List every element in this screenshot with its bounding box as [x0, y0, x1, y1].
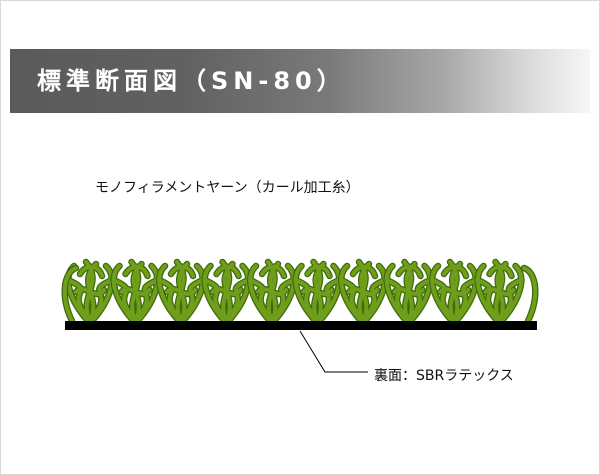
- yarn-strand: [339, 264, 363, 323]
- yarn-strand: [499, 264, 524, 323]
- yarn-strand: [430, 278, 452, 317]
- yarn-strand: [293, 264, 318, 323]
- yarn-strand: [157, 264, 181, 323]
- yarn-strand: [135, 264, 160, 323]
- yarn-strand: [293, 278, 316, 317]
- yarn-strand: [475, 264, 500, 323]
- yarn-strand: [351, 264, 377, 278]
- backing-leader-line: [299, 330, 368, 373]
- yarn-strand: [157, 278, 179, 317]
- yarn-strand: [430, 264, 454, 323]
- yarn-strand: [226, 264, 251, 323]
- yarn-strand: [396, 264, 423, 278]
- yarn-strand: [62, 266, 78, 323]
- yarn-strand: [454, 264, 478, 323]
- yarn-strand: [442, 264, 468, 278]
- yarn-strand: [260, 264, 286, 278]
- yarn-strand: [111, 278, 134, 317]
- yarn-strand: [111, 264, 136, 323]
- yarn-strand: [248, 278, 270, 317]
- yarn-strand: [74, 287, 106, 296]
- yarn-strand: [483, 287, 516, 296]
- yarn-strand: [384, 264, 409, 323]
- yarn-strand: [305, 264, 332, 278]
- yarn-strand: [78, 264, 104, 278]
- yarn-strand: [210, 287, 243, 296]
- yarn-strand: [90, 264, 114, 323]
- yarn-strand: [408, 264, 433, 323]
- yarn-strand: [202, 278, 225, 317]
- yarn-strand: [181, 264, 205, 323]
- turf-yarn-tufts: [61, 258, 539, 325]
- yarn-strand: [66, 278, 88, 317]
- yarn-strand: [165, 287, 197, 296]
- yarn-strand: [214, 264, 241, 278]
- backing-base: [65, 321, 537, 330]
- yarn-strand: [301, 287, 334, 296]
- title-bar: 標準断面図（SN-80）: [10, 49, 590, 113]
- yarn-strand: [169, 264, 195, 278]
- yarn-strand: [272, 264, 296, 323]
- yarn-strand: [475, 278, 498, 317]
- yarn-strand: [202, 264, 227, 323]
- yarn-strand: [487, 264, 514, 278]
- backing-label: 裏面：SBRラテックス: [374, 368, 514, 384]
- yarn-strand: [248, 264, 272, 323]
- yarn-strand: [347, 287, 379, 296]
- yarn-strand: [317, 264, 342, 323]
- yarn-strand: [363, 264, 387, 323]
- yarn-strand: [119, 287, 152, 296]
- yarn-strand: [392, 287, 425, 296]
- yarn-strand: [123, 264, 150, 278]
- yarn-strand: [522, 266, 538, 323]
- yarn-strand: [384, 278, 407, 317]
- yarn-strand: [256, 287, 288, 296]
- yarn-strand: [438, 287, 470, 296]
- yarn-strand: [339, 278, 361, 317]
- page-title: 標準断面図（SN-80）: [37, 67, 346, 95]
- yarn-label: モノフィラメントヤーン（カール加工糸）: [95, 180, 360, 196]
